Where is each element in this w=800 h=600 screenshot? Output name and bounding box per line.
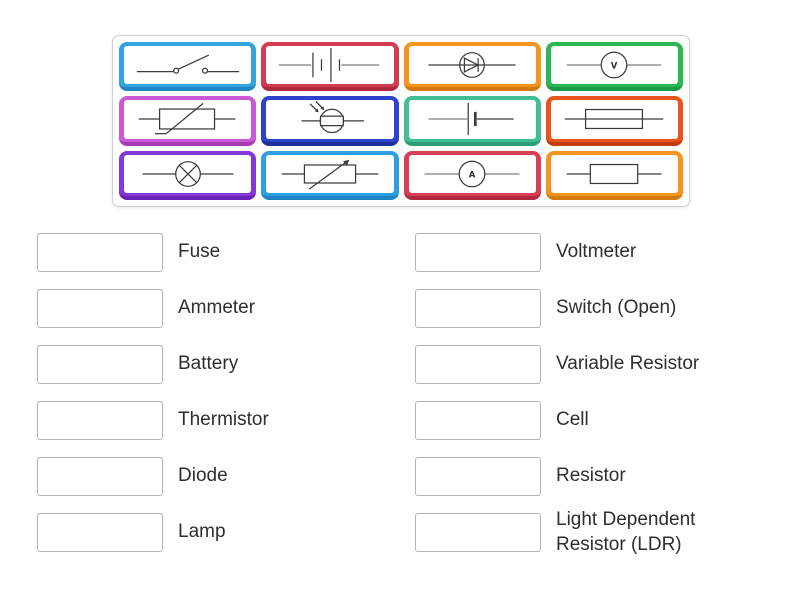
tile-face — [408, 46, 536, 85]
tile-ldr[interactable] — [261, 96, 399, 146]
match-label: Diode — [178, 465, 228, 487]
tile-face — [550, 100, 678, 139]
answer-slot-thermistor[interactable] — [37, 401, 163, 440]
diode-symbol — [428, 52, 516, 79]
match-label: Lamp — [178, 521, 226, 543]
match-label: Switch (Open) — [556, 297, 677, 319]
match-row: Fuse — [37, 233, 269, 272]
match-row: Ammeter — [37, 289, 269, 328]
match-label: Fuse — [178, 241, 221, 263]
tile-switch-open[interactable] — [119, 42, 257, 92]
answer-slot-variable-resistor[interactable] — [415, 345, 541, 384]
answer-slot-diode[interactable] — [37, 457, 163, 496]
tile-face — [266, 154, 394, 193]
battery-symbol — [278, 48, 380, 83]
answer-slot-voltmeter[interactable] — [415, 233, 541, 272]
match-row: Variable Resistor — [415, 345, 761, 384]
tile-voltmeter[interactable]: V — [545, 42, 683, 92]
tile-face: V — [550, 46, 678, 85]
match-label: Voltmeter — [556, 241, 637, 263]
match-row: Voltmeter — [415, 233, 761, 272]
answer-slot-battery[interactable] — [37, 345, 163, 384]
tile-face — [266, 46, 394, 85]
tile-cell[interactable] — [403, 96, 541, 146]
tile-face — [124, 154, 252, 193]
match-row: Resistor — [415, 457, 761, 496]
tile-ammeter[interactable]: A — [403, 150, 541, 200]
tile-resistor[interactable] — [545, 150, 683, 200]
tile-face — [550, 154, 678, 193]
answer-slot-ammeter[interactable] — [37, 289, 163, 328]
resistor-symbol — [567, 163, 662, 184]
answer-slot-lamp[interactable] — [37, 513, 163, 552]
tile-diode[interactable] — [403, 42, 541, 92]
tile-face — [408, 100, 536, 139]
variable-resistor-symbol — [281, 159, 379, 190]
match-row: Lamp — [37, 513, 269, 552]
match-label: Thermistor — [178, 409, 269, 431]
cell-symbol — [428, 103, 514, 136]
answer-slot-switch-open[interactable] — [415, 289, 541, 328]
match-row: Diode — [37, 457, 269, 496]
match-row: Thermistor — [37, 401, 269, 440]
meter-letter: A — [469, 170, 476, 180]
match-column-right: Voltmeter Switch (Open) Variable Resisto… — [415, 233, 761, 569]
fuse-symbol — [565, 109, 664, 130]
tile-thermistor[interactable] — [119, 96, 257, 146]
tile-face — [124, 100, 252, 139]
match-label: Variable Resistor — [556, 353, 700, 375]
answer-slot-cell[interactable] — [415, 401, 541, 440]
ammeter-symbol: A — [424, 160, 520, 188]
match-row: Switch (Open) — [415, 289, 761, 328]
match-column-left: Fuse Ammeter Battery Thermistor Diode La… — [37, 233, 269, 569]
tile-lamp[interactable] — [119, 150, 257, 200]
match-label: Battery — [178, 353, 239, 375]
voltmeter-symbol: V — [567, 51, 662, 79]
match-row: Battery — [37, 345, 269, 384]
tile-fuse[interactable] — [545, 96, 683, 146]
meter-letter: V — [611, 61, 618, 71]
match-label: Light Dependent Resistor (LDR) — [556, 509, 696, 555]
tile-battery[interactable] — [261, 42, 399, 92]
answer-slot-ldr[interactable] — [415, 513, 541, 552]
tile-face: A — [408, 154, 536, 193]
tile-variable-resistor[interactable] — [261, 150, 399, 200]
match-row: Light Dependent Resistor (LDR) — [415, 509, 761, 555]
match-label: Ammeter — [178, 297, 256, 319]
match-label: Resistor — [556, 465, 626, 487]
match-label: Cell — [556, 409, 589, 431]
answer-slot-fuse[interactable] — [37, 233, 163, 272]
lamp-symbol — [142, 160, 234, 187]
match-row: Cell — [415, 401, 761, 440]
tile-face — [266, 100, 394, 139]
tile-face — [124, 46, 252, 85]
switch-open-symbol — [136, 54, 239, 74]
answer-slot-resistor[interactable] — [415, 457, 541, 496]
ldr-symbol — [301, 101, 364, 134]
thermistor-symbol — [138, 103, 235, 135]
symbol-bank: V — [112, 35, 690, 207]
